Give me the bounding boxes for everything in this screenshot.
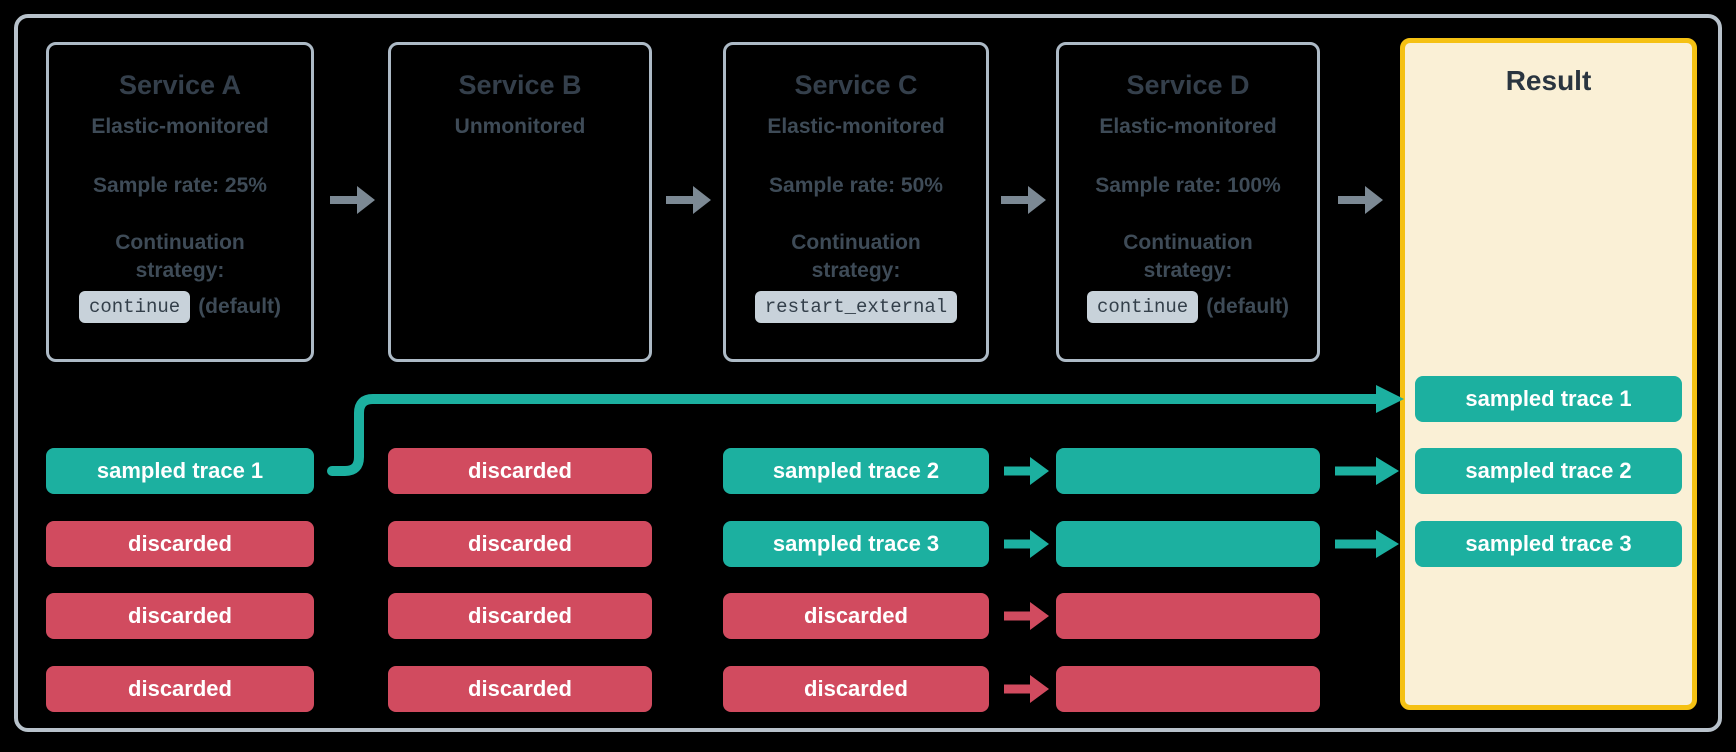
service-c-sample-rate: Sample rate: 50% [769, 174, 943, 197]
service-c-strategy: restart_external [754, 289, 958, 325]
service-c-monitoring: Elastic-monitored [767, 115, 945, 138]
trace-chip: discarded [388, 521, 652, 567]
service-d-title: Service D [1126, 70, 1250, 100]
trace-chip: sampled trace 1 [46, 448, 314, 494]
service-a-strategy: continue (default) [78, 289, 282, 325]
trace-chip: discarded [723, 666, 989, 712]
service-d-monitoring: Elastic-monitored [1099, 115, 1277, 138]
trace-chip: discarded [388, 666, 652, 712]
result-box: Result sampled trace 1 sampled trace 2 s… [1400, 38, 1697, 710]
trace-chip [1056, 448, 1320, 494]
diagram-frame [14, 14, 1722, 732]
service-b-box: Service B Unmonitored [388, 42, 652, 362]
trace-chip: discarded [723, 593, 989, 639]
trace-chip: sampled trace 2 [723, 448, 989, 494]
service-c-strategy-code: restart_external [754, 291, 958, 323]
service-a-strategy-suffix: (default) [198, 295, 282, 318]
service-c-continuation-label: Continuation strategy: [791, 231, 921, 282]
service-d-strategy-code: continue [1086, 291, 1199, 323]
result-trace-chip: sampled trace 2 [1415, 448, 1682, 494]
service-c-box: Service C Elastic-monitored Sample rate:… [723, 42, 989, 362]
trace-chip [1056, 521, 1320, 567]
result-trace-chip: sampled trace 1 [1415, 376, 1682, 422]
trace-chip [1056, 593, 1320, 639]
trace-chip: sampled trace 3 [723, 521, 989, 567]
service-a-box: Service A Elastic-monitored Sample rate:… [46, 42, 314, 362]
result-title: Result [1505, 65, 1592, 96]
trace-chip [1056, 666, 1320, 712]
service-a-sample-rate: Sample rate: 25% [93, 174, 267, 197]
service-a-strategy-code: continue [78, 291, 191, 323]
service-a-monitoring: Elastic-monitored [91, 115, 269, 138]
service-d-sample-rate: Sample rate: 100% [1095, 174, 1281, 197]
service-d-box: Service D Elastic-monitored Sample rate:… [1056, 42, 1320, 362]
service-a-continuation-label: Continuation strategy: [115, 231, 245, 282]
service-d-strategy: continue (default) [1086, 289, 1290, 325]
trace-chip: discarded [388, 448, 652, 494]
trace-chip: discarded [46, 593, 314, 639]
service-d-strategy-suffix: (default) [1206, 295, 1290, 318]
service-c-title: Service C [794, 70, 918, 100]
service-b-title: Service B [458, 70, 582, 100]
service-a-title: Service A [118, 70, 242, 100]
trace-chip: discarded [46, 666, 314, 712]
service-b-monitoring: Unmonitored [454, 115, 586, 138]
trace-chip: discarded [388, 593, 652, 639]
result-trace-chip: sampled trace 3 [1415, 521, 1682, 567]
service-d-continuation-label: Continuation strategy: [1123, 231, 1253, 282]
trace-chip: discarded [46, 521, 314, 567]
